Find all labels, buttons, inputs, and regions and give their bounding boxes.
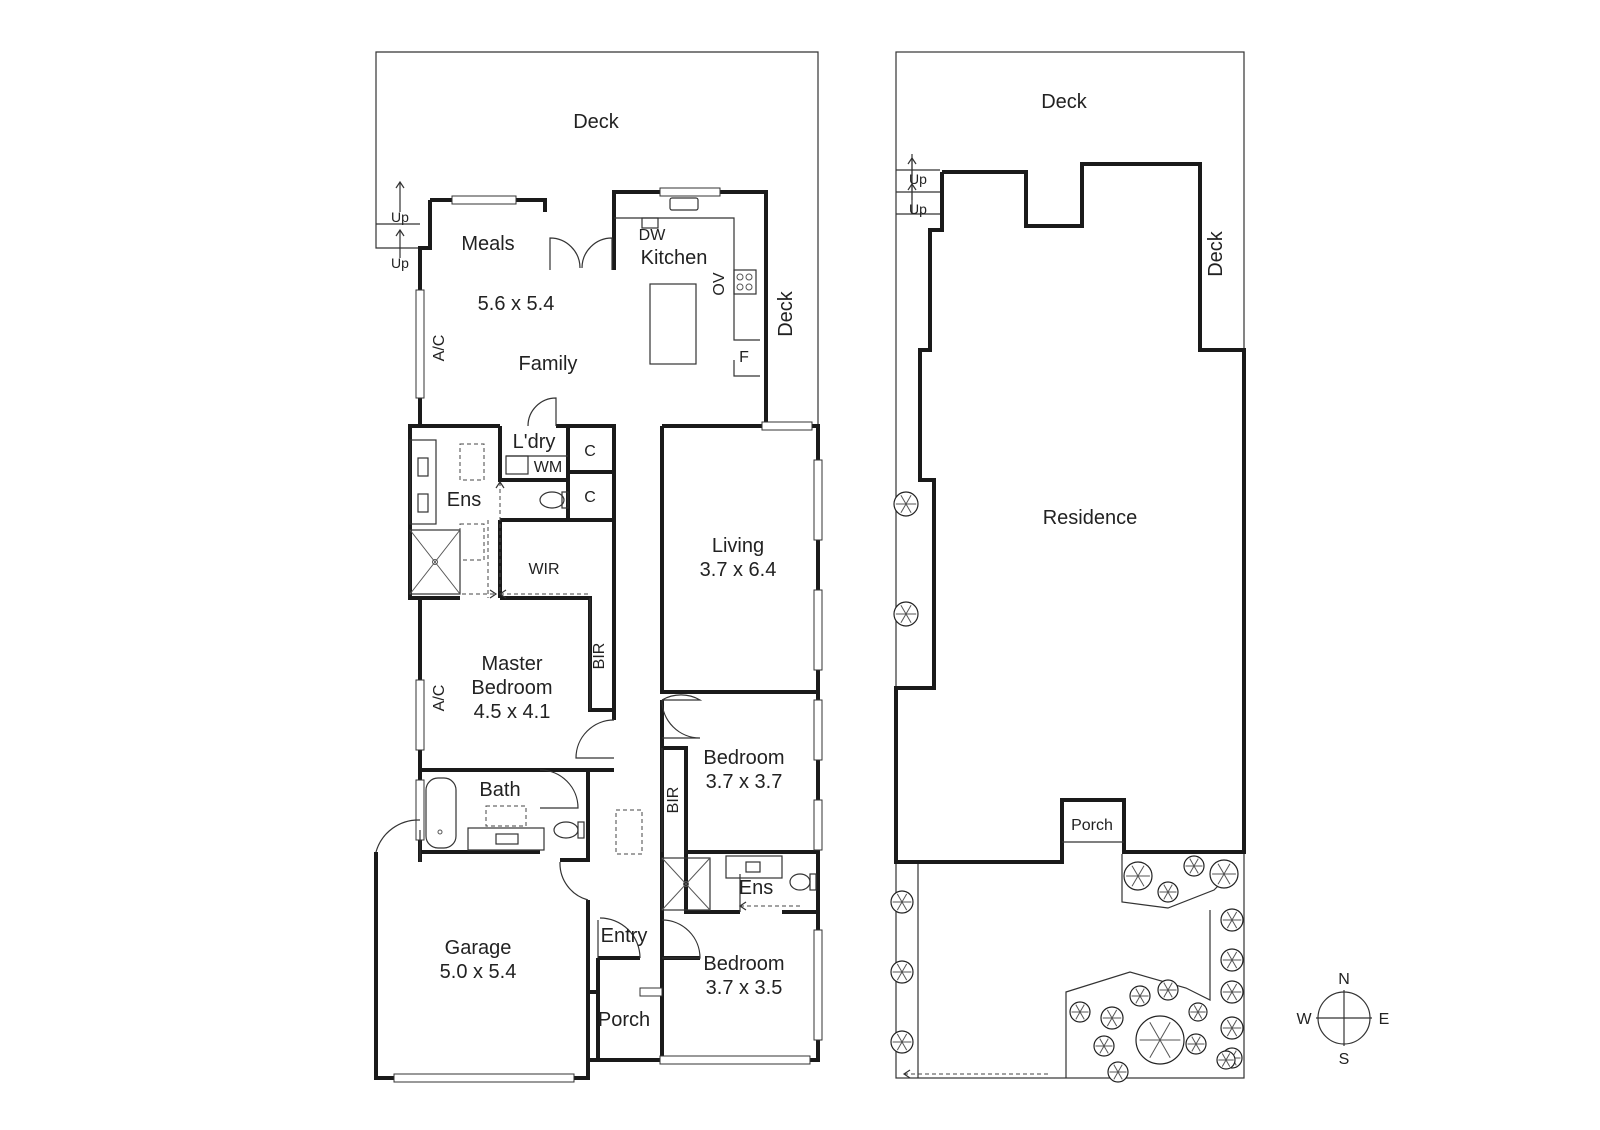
ensuite-bed3-label: Ens <box>739 877 773 899</box>
trees <box>890 491 1244 1083</box>
tree-icon <box>893 491 919 517</box>
tree-icon <box>893 601 919 627</box>
garage-label: Garage <box>445 937 512 959</box>
tree-icon <box>1123 861 1153 891</box>
tree-icon <box>1157 881 1179 903</box>
compass-west: W <box>1296 1011 1312 1028</box>
bir-label: BIR <box>591 643 608 670</box>
tree-icon <box>1220 908 1244 932</box>
ov-label: OV <box>711 272 728 295</box>
tree-icon <box>1209 859 1239 889</box>
compass-east: E <box>1379 1011 1390 1028</box>
residence-footprint <box>894 162 1246 864</box>
tree-icon <box>1157 979 1179 1001</box>
site-porch-label: Porch <box>1071 817 1113 834</box>
porch-label: Porch <box>598 1009 650 1031</box>
up-label: Up <box>391 209 409 225</box>
master-bedroom-dims: 4.5 x 4.1 <box>474 701 551 723</box>
site-plan: Deck Up Up Deck Residence Porch <box>890 51 1246 1083</box>
tree-icon <box>1100 1006 1124 1030</box>
tree-icon <box>1216 1050 1236 1070</box>
tree-icon <box>1093 1035 1115 1057</box>
tree-icon <box>1129 985 1151 1007</box>
meals-family-dims: 5.6 x 5.4 <box>478 293 555 315</box>
fridge-label: F <box>739 349 749 366</box>
ac-label: A/C <box>431 685 448 712</box>
compass-south: S <box>1339 1051 1350 1068</box>
residence-label: Residence <box>1043 507 1138 529</box>
wm-label: WM <box>534 459 562 476</box>
bir-label: BIR <box>665 787 682 814</box>
master-bedroom-label: Master <box>481 653 542 675</box>
laundry-label: L'dry <box>513 431 556 453</box>
tree-icon <box>1185 1033 1207 1055</box>
cupboard-label: C <box>584 489 596 506</box>
tree-icon <box>1220 980 1244 1004</box>
up-label: Up <box>391 255 409 271</box>
bedroom-2-dims: 3.7 x 3.7 <box>706 771 783 793</box>
ac-label: A/C <box>431 335 448 362</box>
meals-label: Meals <box>461 233 514 255</box>
living-label: Living <box>712 535 764 557</box>
family-label: Family <box>519 353 578 375</box>
site-boundary <box>895 51 1245 1079</box>
living-dims: 3.7 x 6.4 <box>700 559 777 581</box>
tree-icon <box>890 890 914 914</box>
cupboard-label: C <box>584 443 596 460</box>
ensuite-master-label: Ens <box>447 489 481 511</box>
site-up-label: Up <box>909 201 927 217</box>
tree-icon <box>1220 1016 1244 1040</box>
floor-plan: Deck Up Up Meals DW Kitchen OV F Deck 5.… <box>374 51 823 1083</box>
tree-icon <box>890 960 914 984</box>
compass-north: N <box>1338 971 1350 988</box>
bedroom-3-dims: 3.7 x 3.5 <box>706 977 783 999</box>
bath-label: Bath <box>479 779 520 801</box>
site-deck-top-label: Deck <box>1041 91 1088 113</box>
tree-icon <box>1220 948 1244 972</box>
tree-icon <box>1107 1061 1129 1083</box>
deck-top-label: Deck <box>573 111 620 133</box>
tree-icon <box>1183 855 1205 877</box>
wir-label: WIR <box>528 561 559 578</box>
site-deck-side-label: Deck <box>1205 230 1227 277</box>
tree-icon <box>1069 1001 1091 1023</box>
deck-side-label: Deck <box>775 290 797 337</box>
compass: N S E W <box>1296 971 1389 1068</box>
master-bedroom-label: Bedroom <box>471 677 552 699</box>
tree-icon <box>1188 1002 1208 1022</box>
site-up-label: Up <box>909 171 927 187</box>
tree-icon <box>890 1030 914 1054</box>
kitchen-label: Kitchen <box>641 247 708 269</box>
bedroom-2-label: Bedroom <box>703 747 784 769</box>
deck-boundary <box>375 51 819 426</box>
entry-label: Entry <box>601 925 648 947</box>
tree-icon <box>1135 1015 1185 1065</box>
garage-dims: 5.0 x 5.4 <box>440 961 517 983</box>
dw-label: DW <box>639 227 667 244</box>
bedroom-3-label: Bedroom <box>703 953 784 975</box>
